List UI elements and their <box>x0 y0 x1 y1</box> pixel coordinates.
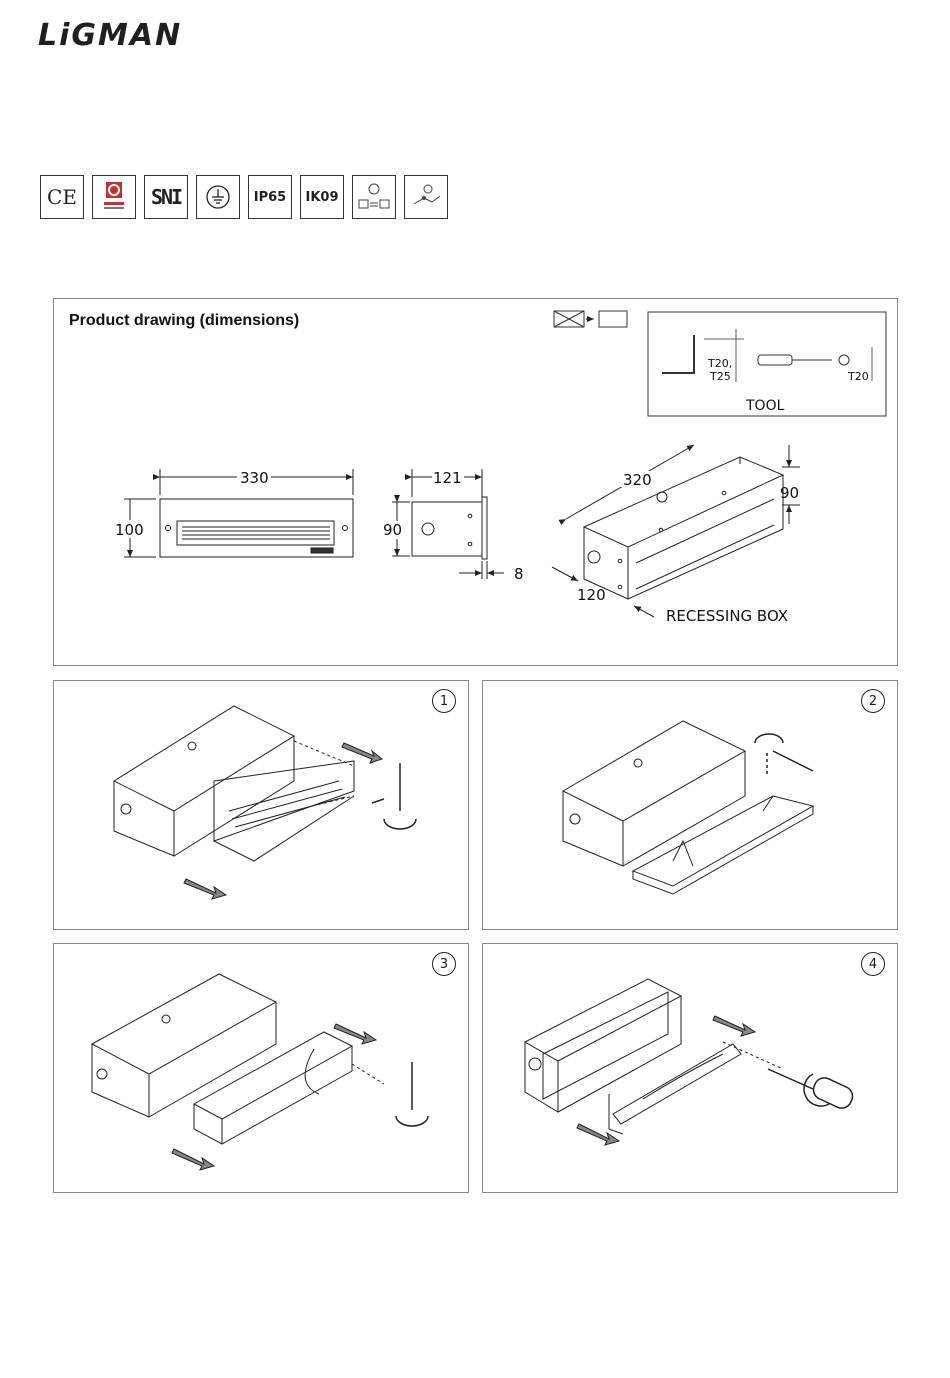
tool-label: TOOL <box>745 398 785 414</box>
ce-mark-icon: CE <box>40 175 84 219</box>
box-height-label: 90 <box>780 484 799 502</box>
hex-key-size-1: T20, <box>707 357 732 370</box>
side-flange-label: 8 <box>514 565 524 583</box>
screwdriver-size: T20 <box>847 370 869 383</box>
dimension-drawing: T20, T25 T20 TOOL 330 100 <box>54 299 899 667</box>
product-drawing-panel: Product drawing (dimensions) T20, T25 T2… <box>53 298 898 666</box>
certification-row: CE SNI IP65 IK09 <box>40 175 448 219</box>
step-1-panel: 1 <box>53 680 469 930</box>
front-width-label: 330 <box>240 469 269 487</box>
ik-rating-icon: IK09 <box>300 175 344 219</box>
front-height-label: 100 <box>115 521 144 539</box>
step-2-panel: 2 <box>482 680 898 930</box>
side-height-label: 90 <box>383 521 402 539</box>
step-2-illustration <box>483 681 899 931</box>
quality-cert-icon <box>92 175 136 219</box>
step-1-illustration <box>54 681 470 931</box>
step-4-panel: 4 <box>482 943 898 1193</box>
wiring-icon <box>404 175 448 219</box>
side-depth-label: 121 <box>433 469 462 487</box>
earth-ground-icon <box>196 175 240 219</box>
ip-rating-icon: IP65 <box>248 175 292 219</box>
step-3-panel: 3 <box>53 943 469 1193</box>
sni-mark-icon: SNI <box>144 175 188 219</box>
step-4-illustration <box>483 944 899 1194</box>
box-caption: RECESSING BOX <box>666 607 788 625</box>
voltage-selector-icon <box>352 175 396 219</box>
hex-key-size-2: T25 <box>709 370 731 383</box>
step-3-illustration <box>54 944 470 1194</box>
box-length-label: 320 <box>623 471 652 489</box>
recess-install-icon <box>554 311 627 327</box>
brand-logo: LiGMAN <box>38 18 182 53</box>
box-width-label: 120 <box>577 586 606 604</box>
